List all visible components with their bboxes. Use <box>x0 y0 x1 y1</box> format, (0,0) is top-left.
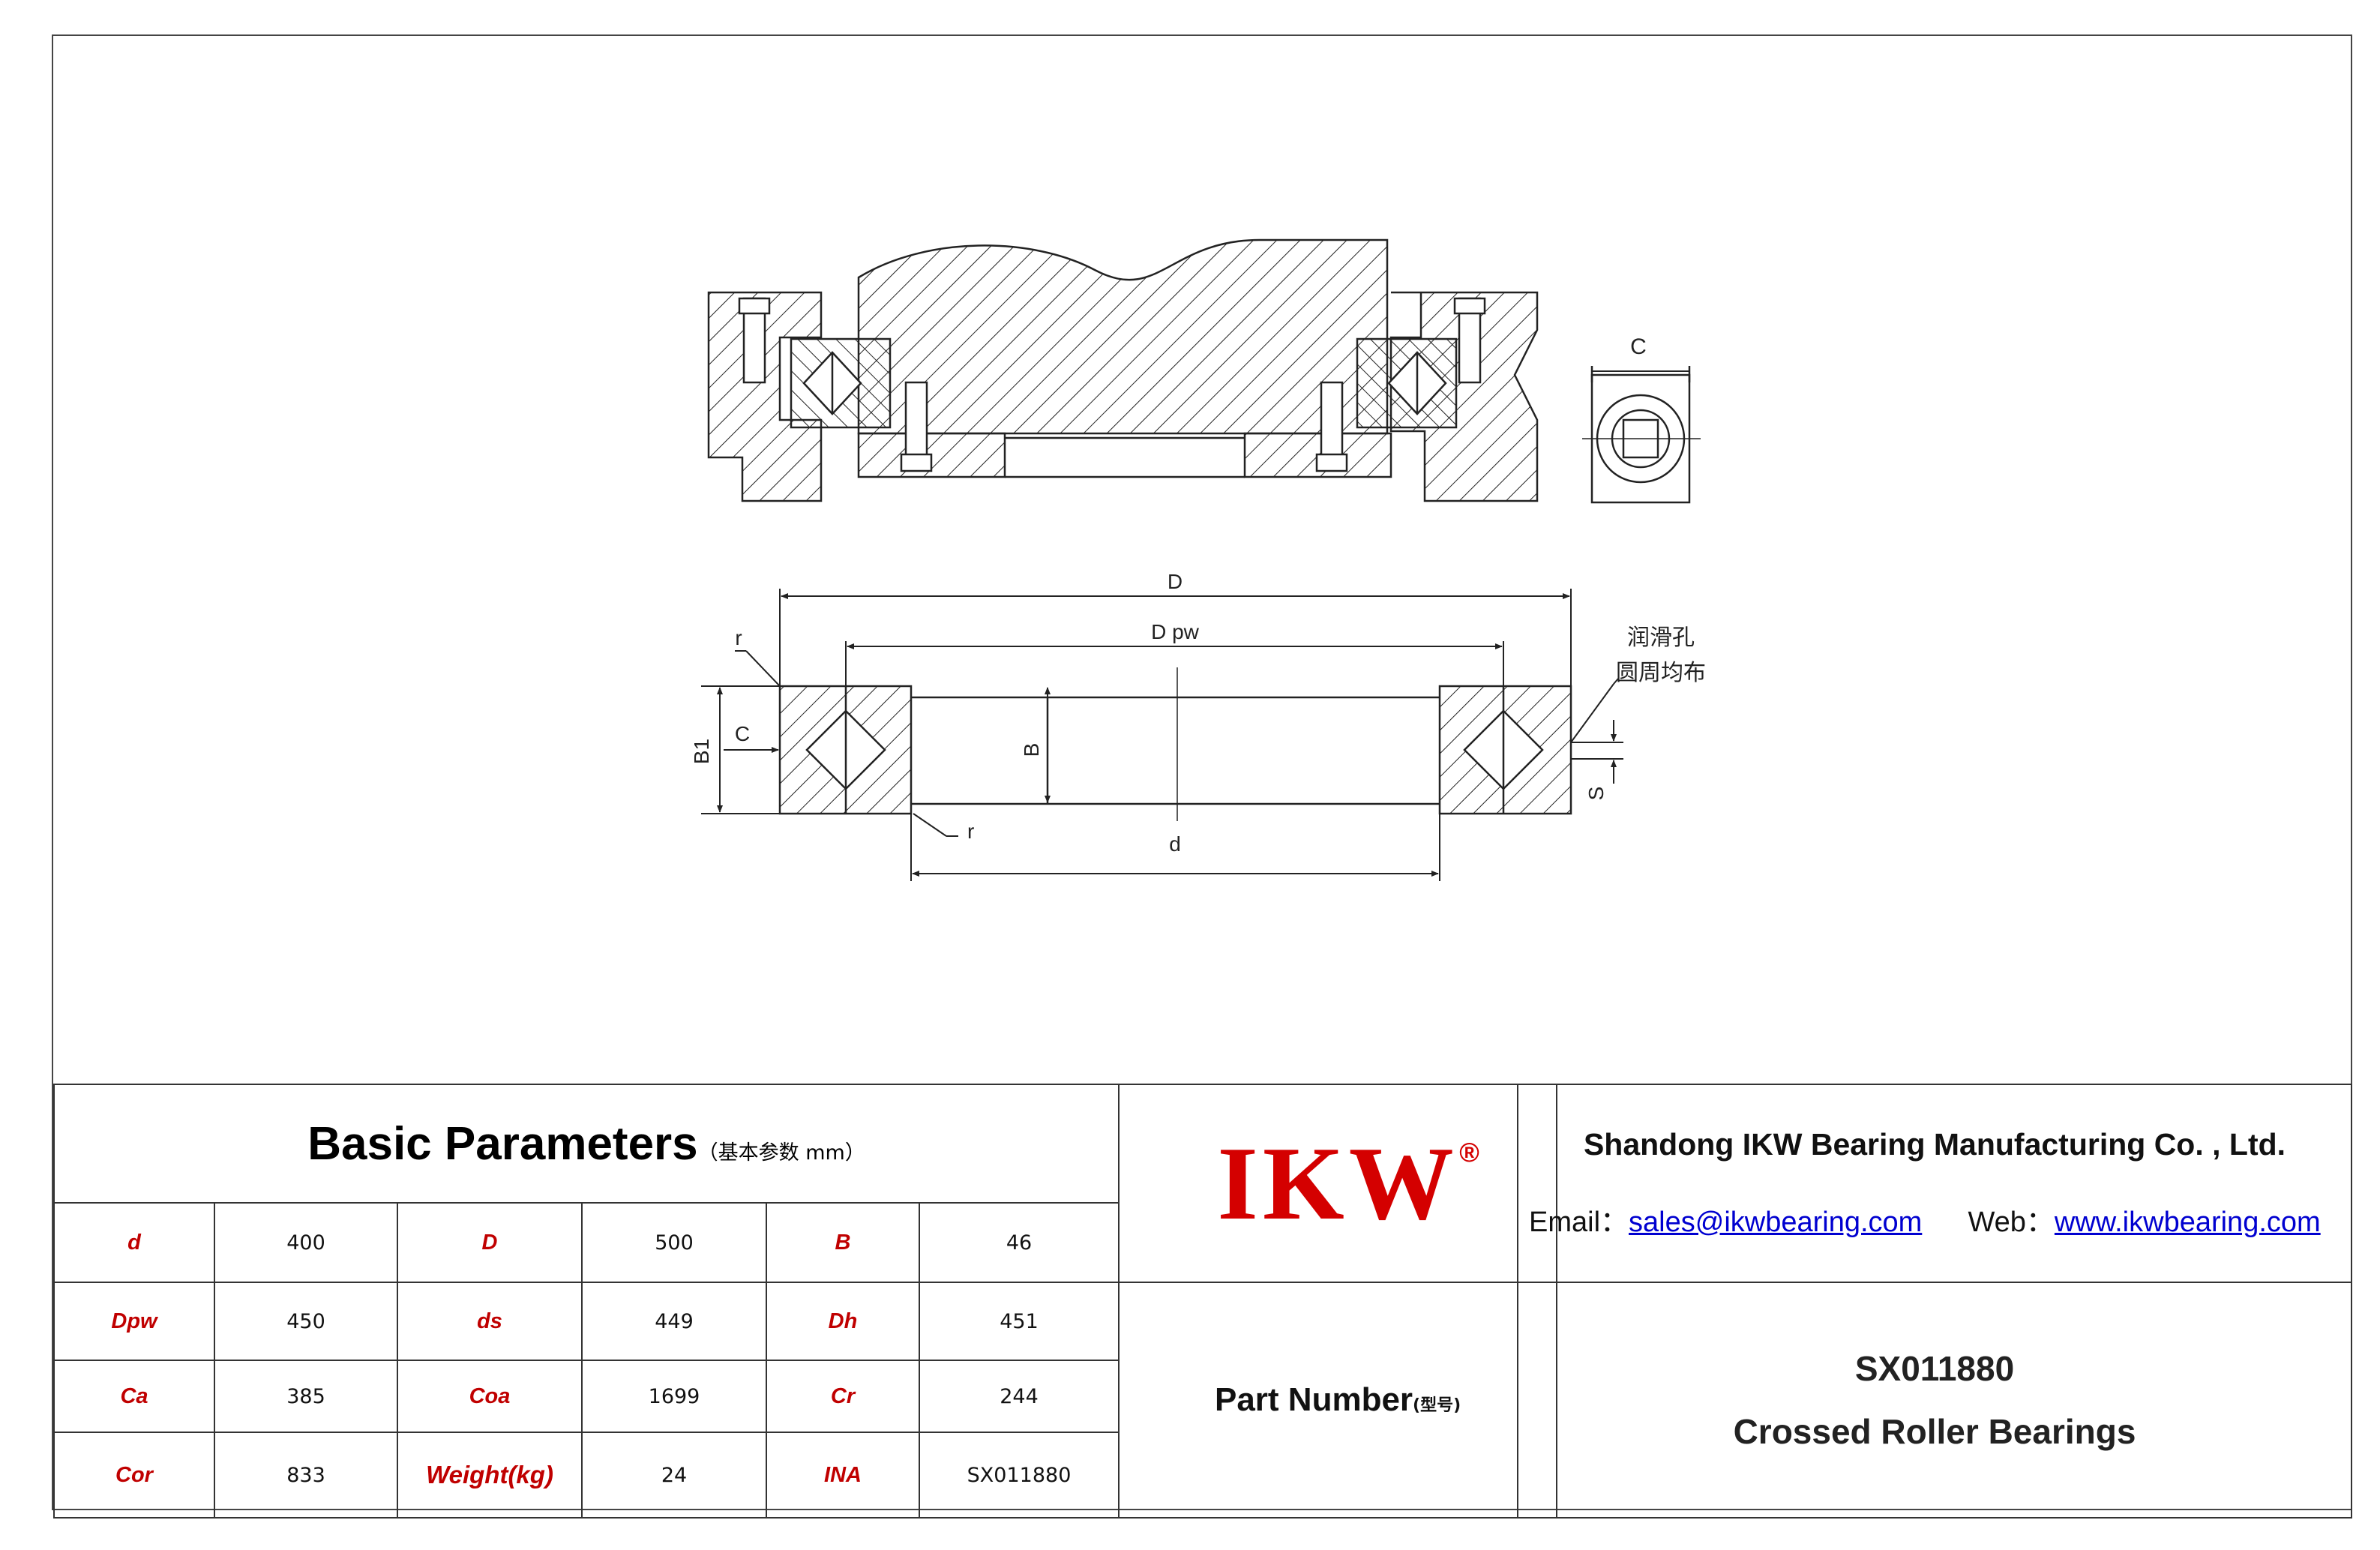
company-info-table: Shandong IKW Bearing Manufacturing Co. ,… <box>1517 1084 2352 1519</box>
table-row: Dpw 450 ds 449 Dh 451 Part Number(型号) <box>53 1282 1558 1519</box>
param-label: D <box>397 1202 583 1283</box>
dim-label-r-bottom: r <box>967 820 974 843</box>
param-label: Coa <box>397 1360 583 1433</box>
params-title-cell: Basic Parameters（基本参数 mm） <box>52 1084 1120 1204</box>
dim-label-D: D <box>1168 570 1183 593</box>
table-row: Cor 833 Weight(kg) 24 INA SX011880 <box>53 1432 1557 1519</box>
company-cell: Shandong IKW Bearing Manufacturing Co. ,… <box>1517 1084 2352 1283</box>
basic-parameters-table: Basic Parameters（基本参数 mm） IKW® d 400 D 5… <box>52 1084 1558 1519</box>
table-row: d 400 D 500 B 46 <box>53 1202 1557 1283</box>
dim-label-r-top: r <box>735 626 742 649</box>
param-label: Dh <box>766 1282 920 1361</box>
part-number-value: SX011880 <box>1854 1349 2015 1388</box>
param-value: 449 <box>581 1282 767 1361</box>
lubrication-note-line1: 润滑孔 <box>1627 625 1695 650</box>
param-label: ds <box>397 1282 583 1361</box>
assembly-section-view <box>707 238 1539 502</box>
logo-text: IKW <box>1217 1125 1458 1242</box>
dimension-labels: D D pw r r B1 C B d S 润滑孔 圆周均布 <box>690 570 1706 856</box>
part-number-label: Part Number <box>1214 1381 1413 1418</box>
param-label: INA <box>766 1432 920 1519</box>
param-label: d <box>53 1202 215 1283</box>
param-value: 244 <box>918 1360 1120 1433</box>
param-value: 833 <box>214 1432 398 1519</box>
param-value: 400 <box>214 1202 398 1283</box>
param-value: 450 <box>214 1282 398 1361</box>
dim-label-C-side: C <box>735 722 750 745</box>
param-value: 451 <box>918 1282 1120 1361</box>
registered-mark: ® <box>1459 1136 1484 1168</box>
bearing-cross-section <box>778 667 1572 821</box>
side-detail-view: C <box>1582 334 1701 504</box>
lubrication-note-line2: 圆周均布 <box>1616 661 1706 685</box>
part-number-label-cell: Part Number(型号) <box>1118 1282 1558 1519</box>
web-link[interactable]: www.ikwbearing.com <box>2054 1207 2321 1238</box>
dim-label-Dpw: D pw <box>1151 620 1200 643</box>
web-label: Web： <box>1968 1207 2055 1238</box>
param-value: 46 <box>918 1202 1120 1283</box>
param-value: 385 <box>214 1360 398 1433</box>
params-title: Basic Parameters <box>307 1117 698 1170</box>
param-value: 500 <box>581 1202 767 1283</box>
dim-label-B: B <box>1020 743 1043 757</box>
table-row: Ca 385 Coa 1699 Cr 244 <box>53 1360 1557 1433</box>
param-label: Dpw <box>53 1282 215 1361</box>
param-label: Ca <box>53 1360 215 1433</box>
contact-line: Email：sales@ikwbearing.com Web：www.ikwbe… <box>1518 1198 2351 1240</box>
param-label: B <box>766 1202 920 1283</box>
param-value: 24 <box>581 1432 767 1519</box>
part-number-cell: SX011880 Crossed Roller Bearings <box>1517 1282 2352 1519</box>
dimension-lines <box>701 589 1623 881</box>
param-value: 1699 <box>581 1360 767 1433</box>
part-type: Crossed Roller Bearings <box>1733 1412 2136 1451</box>
part-number-label-sub: (型号) <box>1413 1396 1461 1415</box>
dim-label-B1: B1 <box>690 739 713 764</box>
email-link[interactable]: sales@ikwbearing.com <box>1629 1207 1923 1238</box>
param-label: Cor <box>53 1432 215 1519</box>
dim-label-c-top: C <box>1630 334 1647 359</box>
email-label: Email： <box>1529 1207 1629 1238</box>
param-label: Weight(kg) <box>397 1432 583 1519</box>
company-name: Shandong IKW Bearing Manufacturing Co. ,… <box>1583 1127 2286 1162</box>
param-value: SX011880 <box>918 1432 1120 1519</box>
logo-cell: IKW® <box>1118 1084 1558 1283</box>
params-title-sub: （基本参数 mm） <box>697 1141 865 1165</box>
dim-label-S: S <box>1584 787 1608 801</box>
param-label: Cr <box>766 1360 920 1433</box>
ikw-logo: IKW® <box>1217 1123 1479 1244</box>
dim-label-d: d <box>1169 832 1181 856</box>
